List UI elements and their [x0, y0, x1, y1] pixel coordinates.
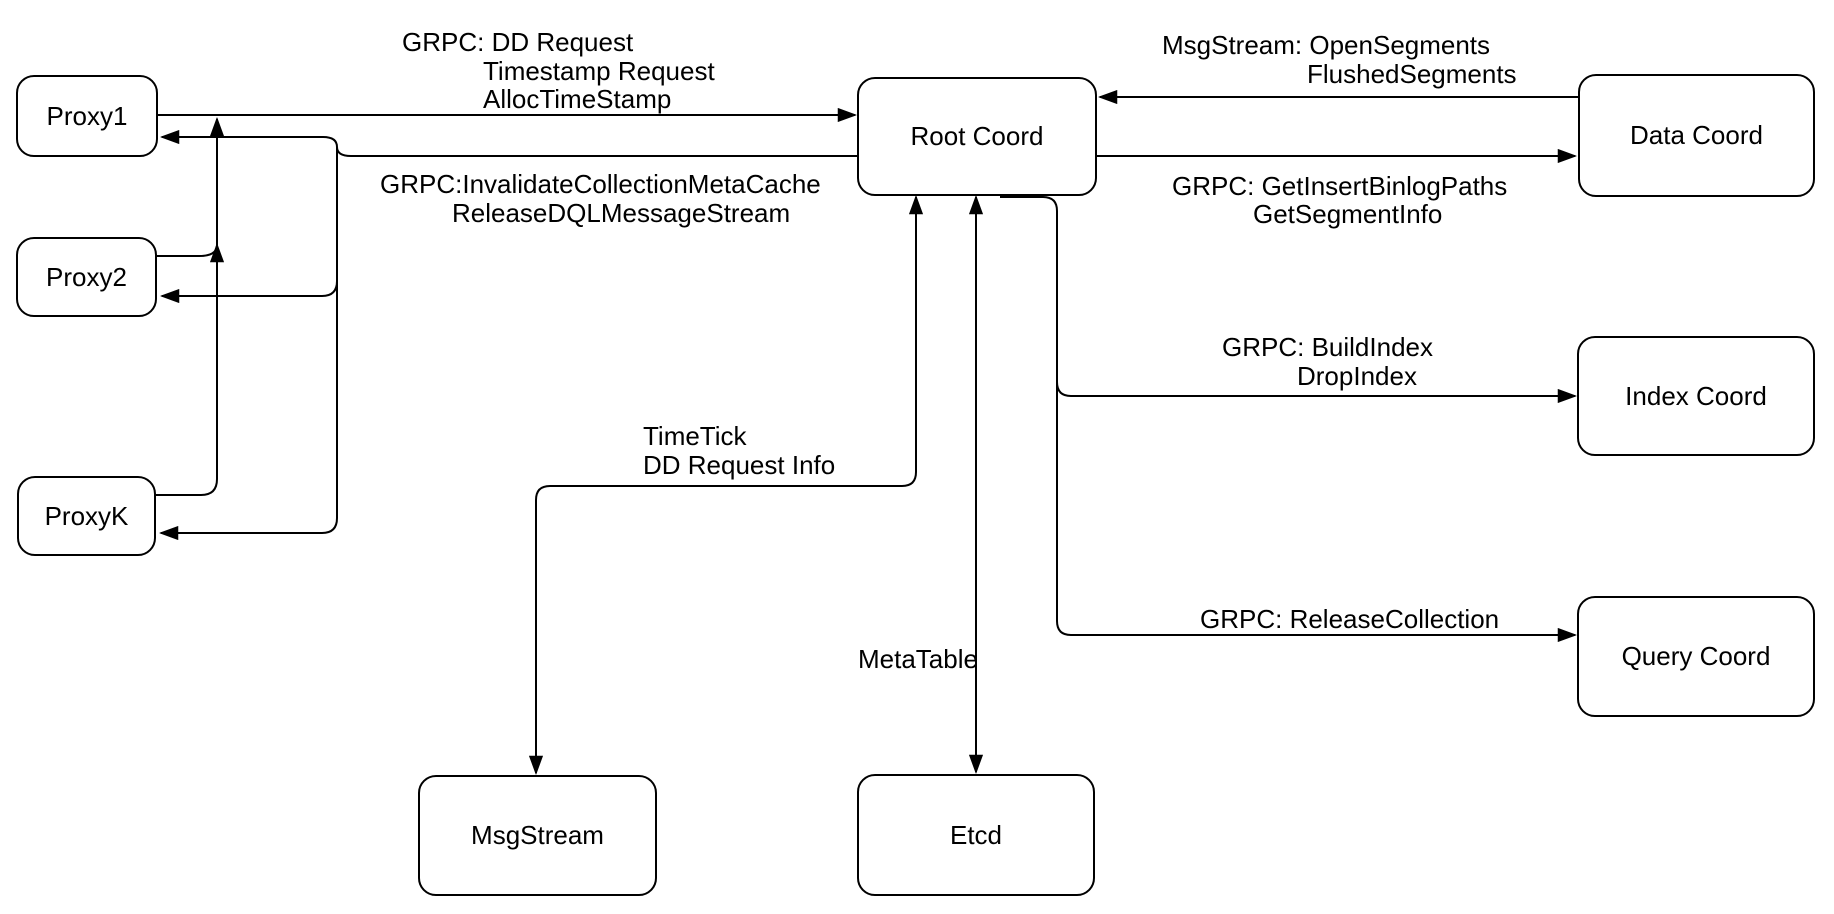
edge-root-coord-to-proxy2: [162, 147, 338, 296]
edge-proxyk-up-to-root-line: [156, 119, 217, 496]
edges-group: [156, 97, 1578, 773]
edge-root-coord-to-index-coord: [1000, 196, 1575, 396]
edge-root-coord-to-proxy1: [162, 137, 857, 157]
edge-root-coord-to-proxyk: [161, 281, 338, 533]
edge-root-coord-msgstream: [536, 197, 916, 773]
edge-root-coord-to-query-coord: [1056, 382, 1575, 635]
edge-proxy2-up-merge: [157, 245, 217, 256]
